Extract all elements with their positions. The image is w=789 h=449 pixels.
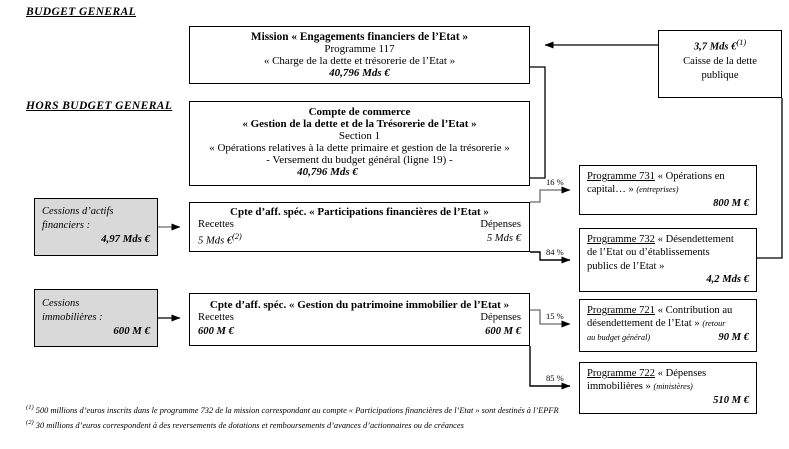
programme-731-title-b: capital… » [587,184,637,196]
mission-amount: 40,796 Mds € [329,67,390,79]
caf-patrimoine-recettes-label: Recettes [198,312,234,323]
programme-721-title-italic-b: (retour [702,319,726,329]
programme-721-code: Programme 721 [587,305,655,316]
cessions-actifs-line2: financiers : [42,220,91,232]
caf-patrimoine-title: Cpte d’aff. spéc. « Gestion du patrimoin… [209,299,510,311]
caf-participations-recettes-value: 5 Mds € [198,235,233,247]
commerce-amount: 40,796 Mds € [297,166,358,178]
programme-721-box[interactable]: Programme 721 « Contribution au désendet… [579,299,757,352]
section-label-budget-general: BUDGET GENERAL [26,6,137,18]
percentage-label-731: 16 % [546,177,564,187]
programme-722-title-b: immobilières » [587,381,654,393]
caisse-amount: 3,7 Mds € [693,41,737,53]
footnote-2: (2) 30 millions d’euros correspondent à … [26,418,771,433]
commerce-versement: - Versement du budget général (ligne 19)… [266,154,453,166]
programme-722-code: Programme 722 [587,368,655,379]
cessions-immobilieres-box[interactable]: Cessions immobilières : 600 M € [34,289,158,347]
programme-722-box[interactable]: Programme 722 « Dépenses immobilières » … [579,362,757,414]
programme-721-amount: 90 M € [718,331,749,343]
commerce-section: Section 1 [338,130,381,142]
footnote-2-text: 30 millions d’euros correspondent à des … [33,420,464,430]
programme-731-code: Programme 731 [587,171,655,182]
cessions-immo-line1: Cessions [42,298,80,309]
footnote-1-text: 500 millions d’euros inscrits dans le pr… [33,405,559,415]
programme-722-title-italic: (ministères) [653,382,693,392]
programme-721-title-italic-c: au budget général) [587,332,651,342]
caf-participations-depenses-label: Dépenses [480,219,521,230]
caisse-line2: publique [701,70,739,82]
caf-patrimoine-depenses-value: 600 M € [485,325,521,337]
mission-subtitle: « Charge de la dette et trésorerie de l’… [263,55,456,67]
programme-722-amount: 510 M € [713,394,749,406]
cessions-actifs-amount: 4,97 Mds € [101,233,150,246]
cpte-aff-spec-patrimoine-box[interactable]: Cpte d’aff. spéc. « Gestion du patrimoin… [189,293,530,346]
footnote-1: (1) 500 millions d’euros inscrits dans l… [26,403,771,418]
arrow-caf-participations-to-prog731 [530,186,571,203]
programme-721-title-a: « Contribution au [654,305,733,316]
footnote-1-marker: (1) [26,404,34,411]
programme-732-title-a: « Désendettement [654,234,734,245]
programme-732-title-b: de l’Etat ou d’établissements [587,247,710,259]
cessions-immo-line2: immobilières : [42,312,103,324]
caf-participations-recettes-footnote-marker: (2) [232,231,242,241]
caisse-line1: Caisse de la dette [683,55,757,67]
programme-731-amount: 800 M € [713,197,749,209]
commerce-subtitle: « Gestion de la dette et de la Trésoreri… [242,118,477,130]
percentage-label-721: 15 % [546,311,564,321]
commerce-operations: « Opérations relatives à la dette primai… [209,142,510,154]
percentage-label-722: 85 % [546,373,564,383]
caf-patrimoine-recettes-value: 600 M € [198,325,234,337]
mission-engagements-financiers-box[interactable]: Mission « Engagements financiers de l’Et… [189,26,530,84]
caf-participations-title: Cpte d’aff. spéc. « Participations finan… [230,206,489,218]
percentage-label-732: 84 % [546,247,564,257]
programme-721-title-b: désendettement de l’Etat » [587,318,703,330]
programme-731-title-italic: (entreprises) [636,185,679,195]
programme-732-code: Programme 732 [587,234,655,245]
cessions-immo-amount: 600 M € [113,325,150,338]
compte-de-commerce-box[interactable]: Compte de commerce « Gestion de la dette… [189,101,530,186]
cessions-actifs-financiers-box[interactable]: Cessions d’actifs financiers : 4,97 Mds … [34,198,158,256]
caf-patrimoine-depenses-label: Dépenses [480,312,521,323]
caf-participations-depenses-value: 5 Mds € [486,232,521,244]
programme-731-title-a: « Opérations en [654,171,725,182]
programme-722-title-a: « Dépenses [654,368,707,379]
caisse-dette-publique-box[interactable]: 3,7 Mds €(1) Caisse de la dette publique [658,30,782,98]
caisse-footnote-marker: (1) [736,38,747,47]
programme-732-title-c: publics de l’Etat » [587,260,665,272]
footnotes: (1) 500 millions d’euros inscrits dans l… [26,403,771,432]
mission-title: Mission « Engagements financiers de l’Et… [250,31,469,43]
programme-732-amount: 4,2 Mds € [706,274,749,286]
footnote-2-marker: (2) [26,418,34,426]
section-label-hors-budget-general: HORS BUDGET GENERAL [26,100,173,112]
mission-programme: Programme 117 [324,43,395,55]
programme-731-box[interactable]: Programme 731 « Opérations en capital… »… [579,165,757,215]
cessions-actifs-line1: Cessions d’actifs [42,206,114,217]
caf-participations-recettes-label: Recettes [198,219,234,230]
commerce-title: Compte de commerce [308,106,411,118]
cpte-aff-spec-participations-box[interactable]: Cpte d’aff. spéc. « Participations finan… [189,202,530,252]
programme-732-box[interactable]: Programme 732 « Désendettement de l’Etat… [579,228,757,292]
